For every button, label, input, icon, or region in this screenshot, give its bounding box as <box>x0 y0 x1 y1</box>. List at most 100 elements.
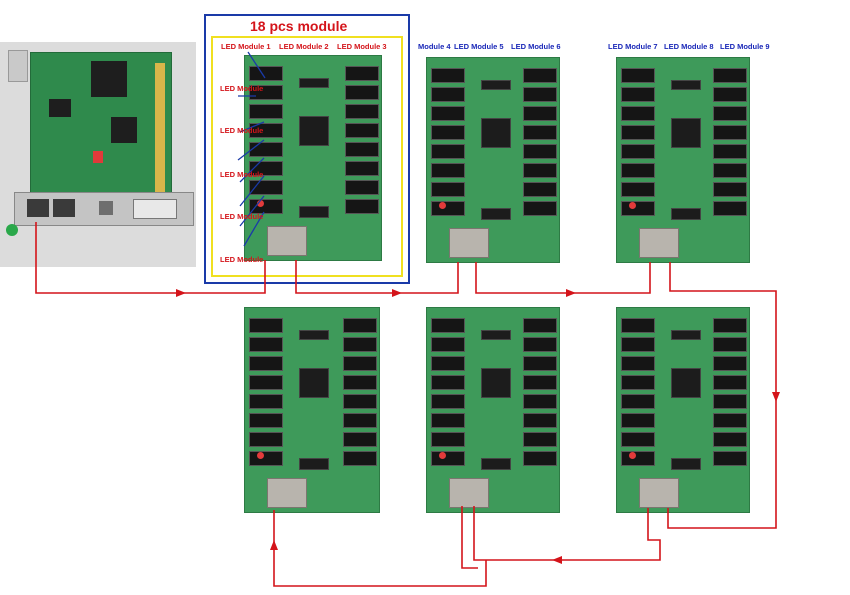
card-switch <box>93 151 103 163</box>
label-led-module-8: LED Module 8 <box>664 42 714 51</box>
hub-connector <box>249 432 283 447</box>
hub-connector <box>523 87 557 102</box>
hub-connector <box>713 451 747 466</box>
hub-connector <box>621 413 655 428</box>
rj45-port <box>639 478 679 508</box>
hub-connector <box>523 432 557 447</box>
hub-connector <box>249 85 283 100</box>
hub-connector <box>249 104 283 119</box>
hub-connector <box>713 432 747 447</box>
module-pointer-arrows <box>237 51 266 247</box>
label-led-module-2: LED Module 2 <box>279 42 329 51</box>
side-label-led-module: LED Module <box>220 170 264 179</box>
rj45-port <box>449 478 489 508</box>
hub-connector <box>713 87 747 102</box>
hub-connector <box>621 125 655 140</box>
hub-connector <box>713 144 747 159</box>
cable-6-to-5 <box>486 508 661 561</box>
card-pcb <box>30 52 172 199</box>
hub-connector <box>713 318 747 333</box>
hub-connector <box>431 163 465 178</box>
hub-connector <box>343 413 377 428</box>
receiving-card-4 <box>244 307 380 513</box>
status-led-icon <box>257 200 264 207</box>
label-led-module-3: LED Module 3 <box>337 42 387 51</box>
hub-connector <box>249 413 283 428</box>
status-led-icon <box>629 452 636 459</box>
cable-receiver-3-to-6 <box>667 262 777 529</box>
hub-connector <box>343 451 377 466</box>
memory-chip <box>299 330 329 340</box>
cable-receiver-1-out <box>295 260 394 294</box>
side-label-led-module: LED Module <box>220 212 264 221</box>
hub-connector <box>431 106 465 121</box>
arrow-right-icon <box>176 289 186 297</box>
status-led-icon <box>439 452 446 459</box>
cable-into-receiver-2 <box>394 262 459 294</box>
hub-connector <box>249 123 283 138</box>
rj45-port <box>267 226 307 256</box>
cable-5-loop-b <box>473 506 486 561</box>
hub-connector <box>343 356 377 371</box>
hub-connector <box>431 413 465 428</box>
hub-connector <box>431 68 465 83</box>
hub-connector <box>523 375 557 390</box>
receiving-card-2 <box>426 57 560 263</box>
hub-connector <box>345 199 379 214</box>
hub-connector <box>713 106 747 121</box>
hub-connector <box>713 68 747 83</box>
cable-5-loop-a <box>461 506 478 569</box>
status-led-icon <box>629 202 636 209</box>
hub-connector <box>345 66 379 81</box>
hub-connector <box>523 201 557 216</box>
card-chip-main <box>91 61 127 97</box>
hub-connector <box>713 375 747 390</box>
hub-connector <box>621 318 655 333</box>
hub-connector <box>523 106 557 121</box>
sending-card <box>0 42 196 267</box>
hub-connector <box>621 182 655 197</box>
label-led-module-1: LED Module 1 <box>221 42 271 51</box>
hub-connector <box>431 356 465 371</box>
cable-arrows <box>176 289 780 564</box>
hub-connector <box>343 394 377 409</box>
memory-chip <box>299 458 329 470</box>
hub-connector <box>523 163 557 178</box>
hub-connector <box>523 356 557 371</box>
arrow-down-icon <box>772 392 780 402</box>
arrow-right-icon <box>392 289 402 297</box>
memory-chip <box>481 80 511 90</box>
hub-connector <box>249 66 283 81</box>
card-edge-contacts <box>155 63 165 193</box>
hub-connector <box>621 337 655 352</box>
group-title: 18 pcs module <box>250 18 348 34</box>
dvi-port <box>133 199 177 219</box>
hub-connector <box>713 356 747 371</box>
hub-connector <box>523 394 557 409</box>
arrow-up-icon <box>270 540 278 550</box>
hub-connector <box>345 180 379 195</box>
hub-connector <box>431 375 465 390</box>
hub-connector <box>431 318 465 333</box>
hub-connector <box>621 68 655 83</box>
hub-connector <box>249 394 283 409</box>
hub-connector <box>343 432 377 447</box>
receiving-card-1 <box>244 55 382 261</box>
receiving-card-6 <box>616 307 750 513</box>
status-led-icon <box>439 202 446 209</box>
hub-connector <box>713 337 747 352</box>
label-module-4: Module 4 <box>418 42 451 51</box>
group-highlight-inner-frame <box>211 36 403 277</box>
hub-connector <box>621 356 655 371</box>
hub-connector <box>523 68 557 83</box>
memory-chip <box>481 208 511 220</box>
fpga-chip <box>299 116 329 146</box>
hub-connector <box>249 375 283 390</box>
hub-connector <box>713 394 747 409</box>
group-highlight-frame <box>204 14 410 284</box>
hub-connector <box>713 413 747 428</box>
usb-port <box>99 201 113 215</box>
label-led-module-6: LED Module 6 <box>511 42 561 51</box>
hub-connector <box>621 375 655 390</box>
receiving-card-3 <box>616 57 750 263</box>
